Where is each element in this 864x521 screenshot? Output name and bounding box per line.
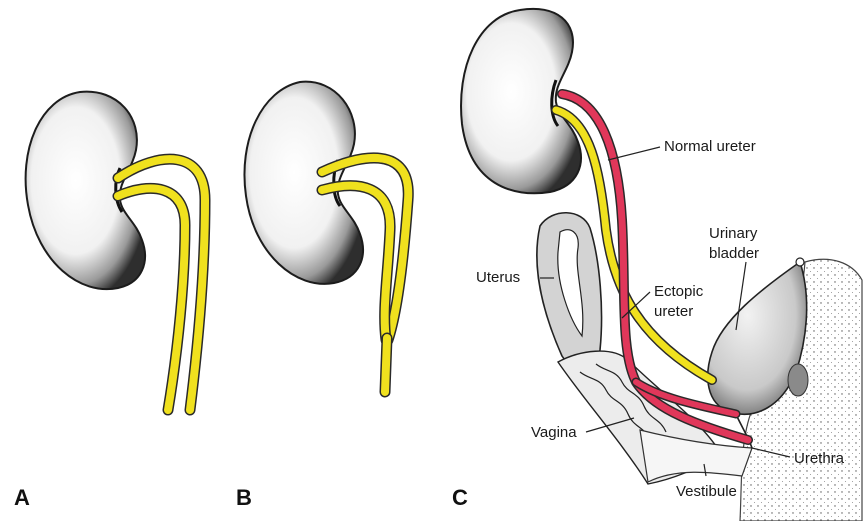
panel-label-c: C	[452, 485, 468, 510]
duplicated-ureters-a	[118, 159, 205, 410]
uterus	[537, 213, 602, 366]
label-vagina: Vagina	[531, 424, 577, 441]
panel-b-diagram: B	[236, 82, 408, 510]
panel-a-diagram: A	[14, 92, 205, 510]
kidney-c	[461, 9, 581, 193]
label-uterus: Uterus	[476, 269, 520, 286]
label-urinary-line1: Urinary	[709, 225, 758, 242]
label-urethra: Urethra	[794, 450, 845, 467]
label-ectopic-line1: Ectopic	[654, 283, 704, 300]
urinary-bladder	[708, 258, 808, 414]
label-bladder-line2: bladder	[709, 245, 759, 262]
panel-c-diagram: Normal ureter Urinary bladder Uterus Ect…	[452, 9, 862, 521]
label-normal-ureter: Normal ureter	[664, 138, 756, 155]
panel-label-b: B	[236, 485, 252, 510]
panel-label-a: A	[14, 485, 30, 510]
label-vestibule: Vestibule	[676, 483, 737, 500]
label-ureter-line2: ureter	[654, 303, 693, 320]
